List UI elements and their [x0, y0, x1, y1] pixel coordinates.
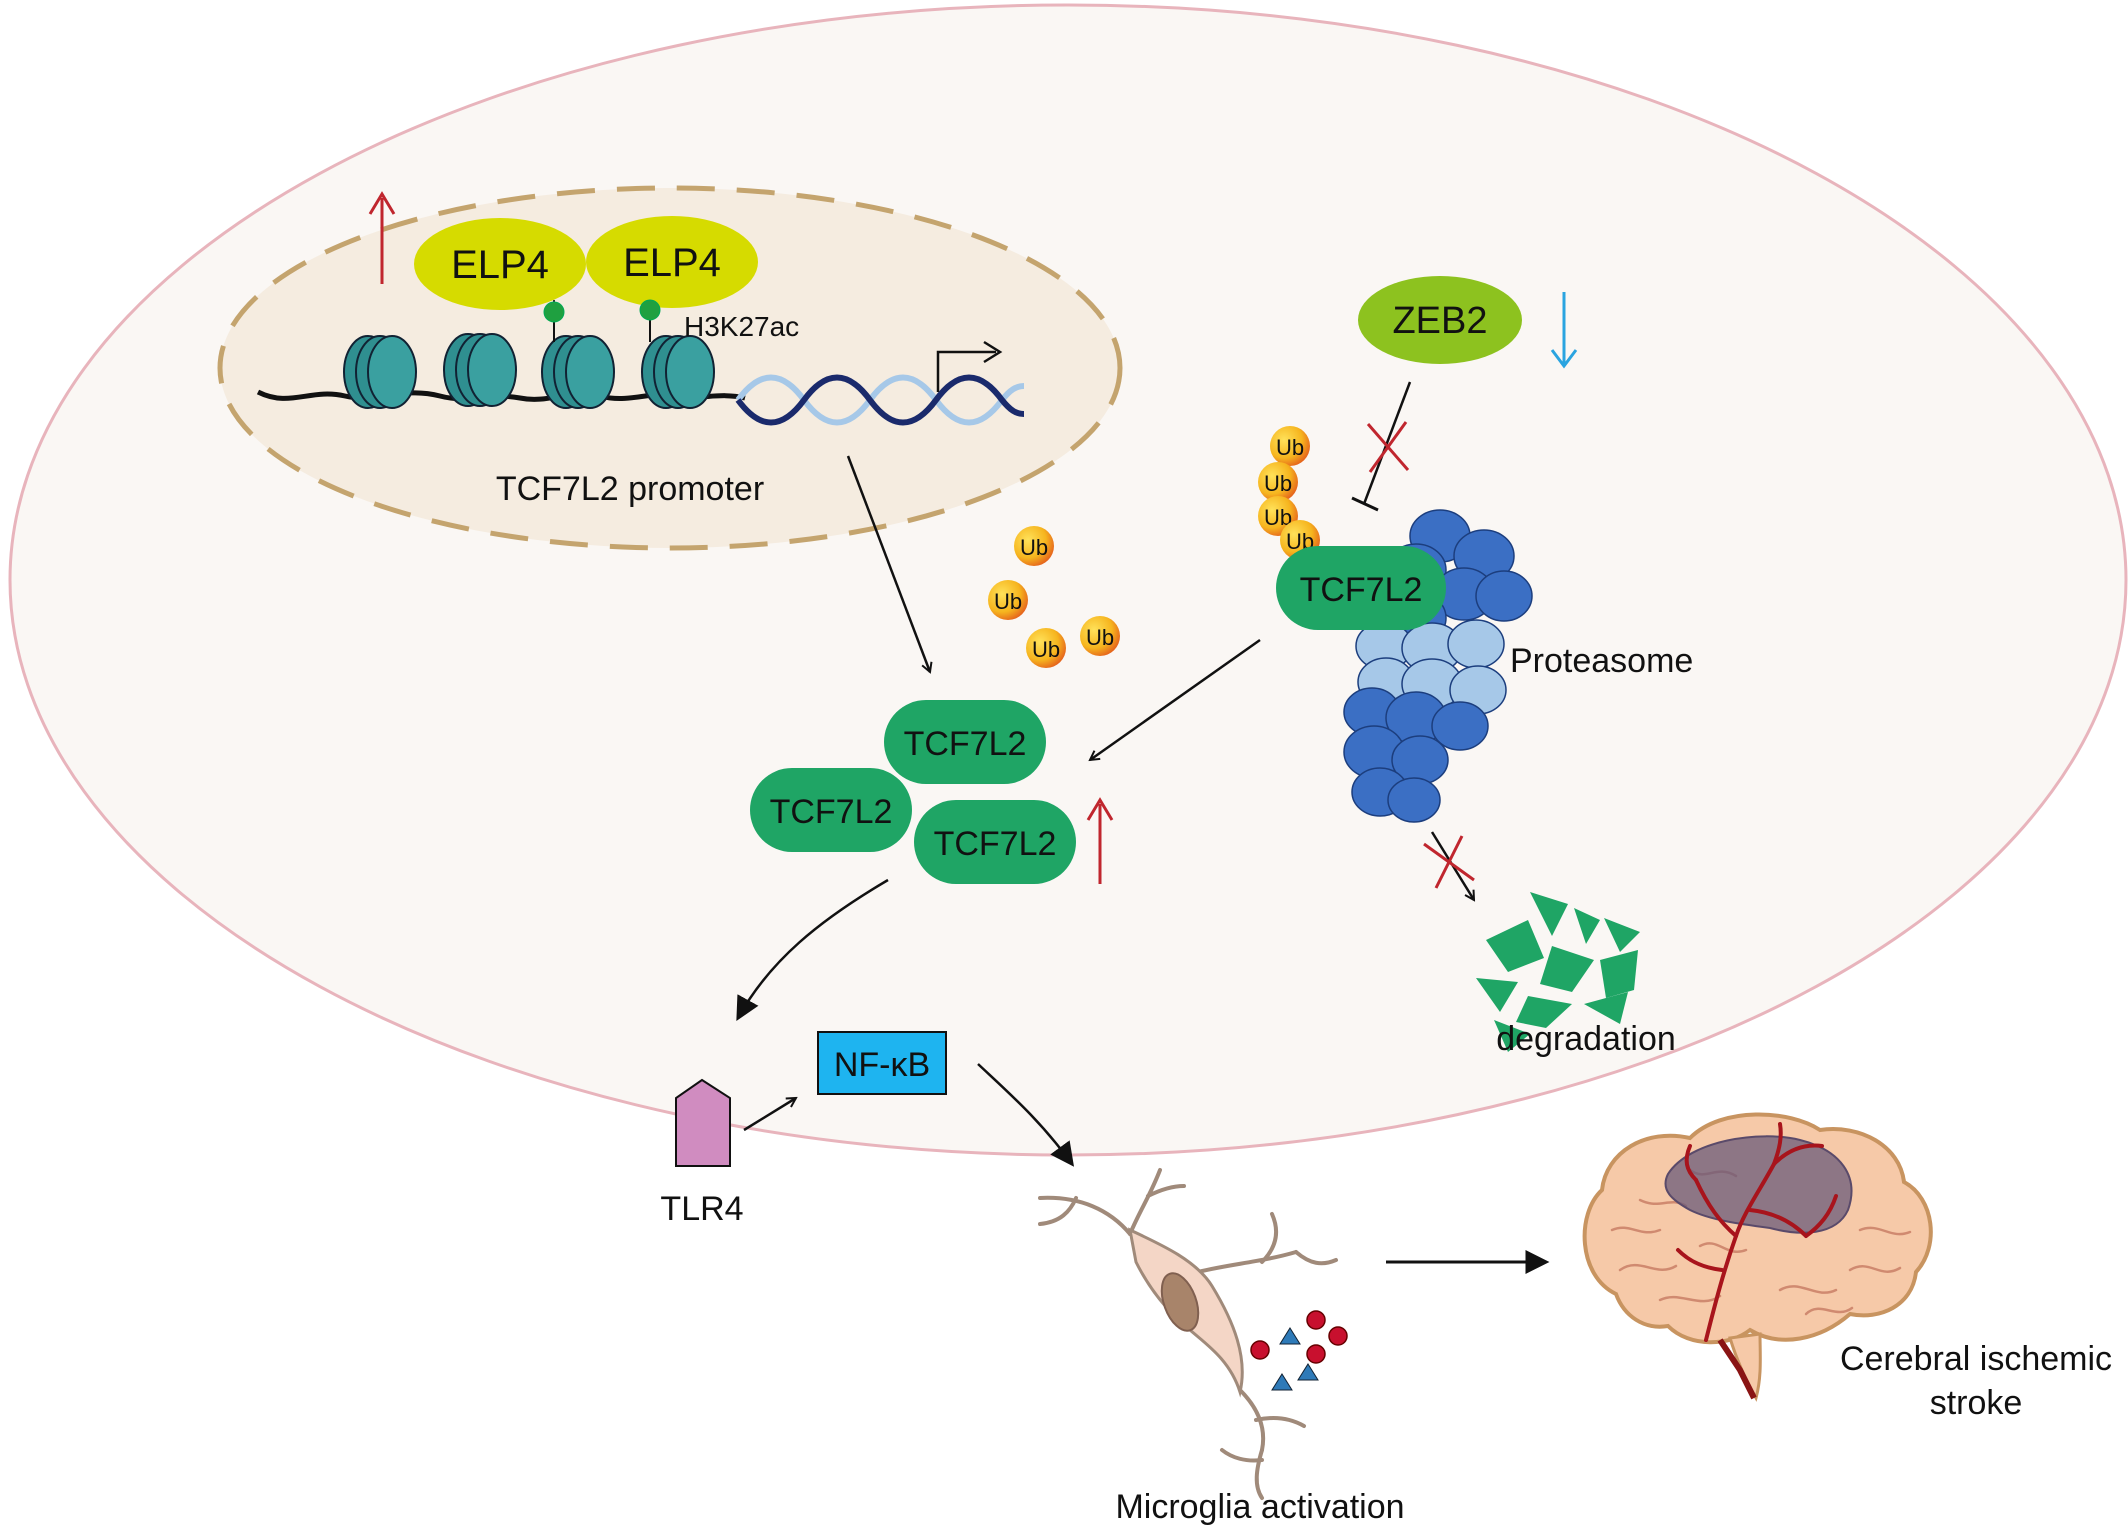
up-arrow-icon — [1086, 797, 1114, 884]
tcf7l2-protein-right: TCF7L2 — [914, 800, 1076, 884]
ub-free-1: Ub — [1014, 526, 1054, 566]
arrow-tlr4-to-nfkb — [743, 1098, 796, 1132]
zeb2-label: ZEB2 — [1392, 300, 1487, 342]
proteasome-label: Proteasome — [1510, 642, 1693, 680]
brain-icon — [1582, 1112, 1933, 1402]
ub-free-4: Ub — [1080, 616, 1120, 656]
cross-icon — [1366, 421, 1410, 473]
svg-text:Ub: Ub — [1020, 535, 1048, 560]
arrow-nfkb-to-microglia — [977, 1063, 1075, 1167]
nfkb-label: NF-κB — [834, 1046, 930, 1084]
nucleosome-1 — [343, 335, 417, 409]
nfkb-box: NF-κB — [817, 1031, 947, 1095]
svg-text:TCF7L2: TCF7L2 — [1300, 571, 1423, 609]
nucleosome-4 — [641, 335, 715, 409]
ub-chain-2: Ub — [1258, 462, 1298, 502]
svg-text:Ub: Ub — [1276, 435, 1304, 460]
dna-helix — [735, 374, 1025, 426]
down-arrow-icon — [1550, 292, 1578, 369]
tcf7l2-protein-proteasome: TCF7L2 — [1276, 546, 1446, 630]
cytokines-icon — [1250, 1310, 1348, 1391]
cell-membrane — [8, 3, 2128, 1157]
arrow-tcf7l2-to-tlr4 — [736, 878, 889, 1022]
tlr4-label: TLR4 — [660, 1190, 743, 1228]
cross-icon — [1423, 835, 1475, 889]
transcription-start-icon — [936, 340, 1003, 392]
stroke-label-line2: stroke — [1930, 1384, 2023, 1422]
svg-text:TCF7L2: TCF7L2 — [904, 725, 1027, 763]
promoter-label: TCF7L2 promoter — [496, 470, 764, 508]
acetyl-mark-1 — [543, 301, 565, 342]
stroke-label-line1: Cerebral ischemic — [1840, 1340, 2112, 1378]
degradation-label: degradation — [1496, 1020, 1676, 1058]
acetyl-mark-2 — [639, 299, 661, 342]
zeb2-protein: ZEB2 — [1358, 276, 1522, 364]
tcf7l2-protein-left: TCF7L2 — [750, 768, 912, 852]
svg-text:TCF7L2: TCF7L2 — [770, 793, 893, 831]
ub-chain-1: Ub — [1270, 426, 1310, 466]
ub-free-3: Ub — [1026, 628, 1066, 668]
up-arrow-icon — [368, 191, 396, 284]
elp4-protein-2: ELP4 — [586, 216, 758, 340]
elp4-protein-1: ELP4 — [414, 218, 586, 318]
elp4-label-2: ELP4 — [623, 241, 721, 285]
tcf7l2-protein-top: TCF7L2 — [884, 700, 1046, 784]
microglia-label: Microglia activation — [1115, 1488, 1404, 1526]
svg-text:Ub: Ub — [1264, 471, 1292, 496]
svg-text:Ub: Ub — [994, 589, 1022, 614]
svg-text:Ub: Ub — [1032, 637, 1060, 662]
elp4-label-1: ELP4 — [451, 243, 549, 287]
microglia-cell-icon — [1038, 1168, 1338, 1500]
tlr4-receptor — [675, 1078, 731, 1167]
nucleosome-3 — [541, 335, 615, 409]
arrow-promoter-to-tcf7l2 — [846, 455, 930, 672]
microglia-nucleus — [1160, 1272, 1200, 1332]
svg-text:Ub: Ub — [1086, 625, 1114, 650]
ub-free-2: Ub — [988, 580, 1028, 620]
proteasome — [1343, 509, 1533, 823]
svg-text:TCF7L2: TCF7L2 — [934, 825, 1057, 863]
arrow-proteasome-to-tcf7l2 — [1090, 638, 1261, 760]
h3k27ac-label: H3K27ac — [684, 311, 799, 342]
nucleosome-2 — [443, 333, 517, 407]
inhibition-line-zeb2 — [1351, 381, 1412, 512]
degraded-fragments-icon — [1476, 892, 1640, 1052]
